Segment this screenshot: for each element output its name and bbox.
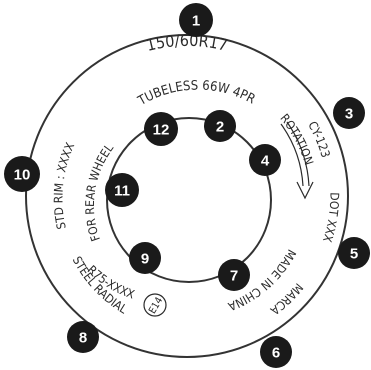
svg-text:150/60R17: 150/60R17 — [144, 31, 229, 55]
inner-ring — [106, 117, 272, 283]
svg-text:TUBELESS 66W 4PR: TUBELESS 66W 4PR — [135, 78, 258, 109]
callout-3: 3 — [333, 97, 365, 129]
callout-1-number: 1 — [192, 13, 200, 30]
callout-1: 1 — [179, 3, 213, 37]
std-rim-label: STD RIM : XXXX — [51, 140, 77, 231]
callout-9: 9 — [129, 242, 161, 274]
callout-12-number: 12 — [153, 122, 170, 139]
callout-10: 10 — [4, 156, 40, 192]
outer-ring — [25, 34, 349, 358]
callout-6-number: 6 — [272, 345, 280, 362]
dot-label: DOT XXX — [320, 192, 342, 244]
svg-text:DOT XXX: DOT XXX — [320, 192, 342, 244]
callout-10-number: 10 — [14, 167, 31, 184]
callout-7: 7 — [218, 259, 250, 291]
callout-11-number: 11 — [114, 183, 130, 200]
rotation-arrow-icon — [280, 121, 314, 200]
callout-4: 4 — [249, 144, 281, 176]
tire-size-label: 150/60R17 — [144, 31, 229, 55]
callout-2-number: 2 — [216, 119, 224, 136]
callout-4-number: 4 — [261, 153, 270, 170]
callout-7-number: 7 — [230, 268, 238, 285]
callout-2: 2 — [204, 110, 236, 142]
callout-11: 11 — [105, 173, 139, 207]
svg-text:STD RIM : XXXX: STD RIM : XXXX — [51, 140, 77, 231]
callout-5-number: 5 — [350, 246, 358, 263]
callout-12: 12 — [144, 112, 178, 146]
callout-8: 8 — [67, 321, 99, 353]
tubeless-load-label: TUBELESS 66W 4PR — [135, 78, 258, 109]
callout-8-number: 8 — [79, 330, 87, 347]
callout-3-number: 3 — [345, 106, 353, 123]
callout-5: 5 — [338, 237, 370, 269]
callout-9-number: 9 — [141, 251, 149, 268]
emark-stamp: E14 — [143, 293, 167, 317]
callout-6: 6 — [260, 336, 292, 368]
